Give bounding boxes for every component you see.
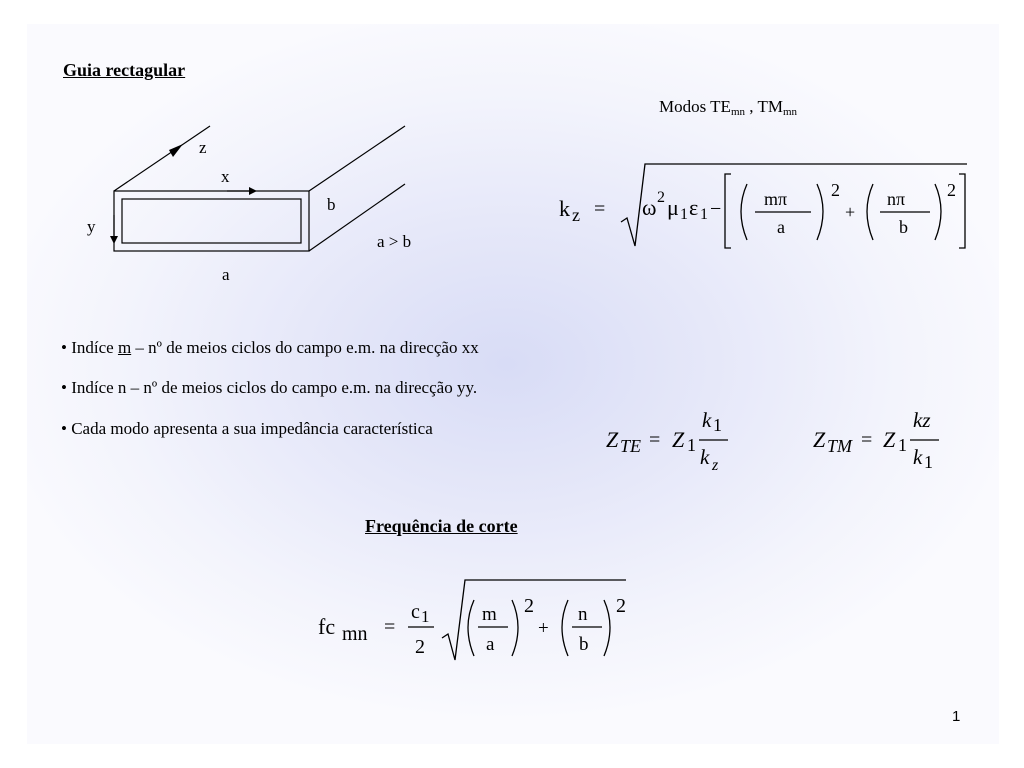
ztm-eq: = bbox=[861, 429, 872, 451]
zte-Z: Z bbox=[606, 427, 619, 452]
zte-num-sub: 1 bbox=[713, 415, 722, 435]
fc-c-sub: 1 bbox=[421, 607, 430, 626]
kz-frac1-pow: 2 bbox=[831, 180, 840, 200]
kz-frac1-den: a bbox=[777, 217, 785, 237]
kz-frac2-den: b bbox=[899, 217, 908, 237]
ztm-num: kz bbox=[913, 408, 931, 432]
modes-sub2: mn bbox=[782, 106, 798, 118]
y-arrow-head bbox=[110, 236, 118, 244]
kz-eps: ε bbox=[689, 195, 698, 220]
depth-line-bottom-right bbox=[308, 183, 406, 252]
zte-den-sub: z bbox=[711, 457, 719, 474]
kz-lhs-sub: z bbox=[572, 205, 580, 225]
page-number: 1 bbox=[952, 708, 961, 725]
bullet-1-suffix: – nº de meios ciclos do campo e.m. na di… bbox=[131, 338, 479, 357]
kz-pow: 2 bbox=[657, 189, 665, 206]
ztm-den: k bbox=[913, 445, 923, 469]
kz-paren2-right bbox=[934, 183, 942, 241]
zte-Z1: Z bbox=[672, 427, 685, 452]
zte-eq: = bbox=[649, 429, 660, 451]
bullet-1: • Indíce m – nº de meios ciclos do campo… bbox=[61, 338, 479, 358]
kz-frac2-num: nπ bbox=[887, 189, 905, 209]
ztm-Z1-sub: 1 bbox=[898, 435, 907, 455]
fc-pow2: 2 bbox=[616, 595, 626, 617]
bullet-2: • Indíce n – nº de meios ciclos do campo… bbox=[61, 378, 478, 397]
modes-label: Modos TEmn , TMmn bbox=[659, 97, 797, 118]
kz-paren1-right bbox=[816, 183, 824, 241]
zte-Z1-sub: 1 bbox=[687, 435, 696, 455]
kz-paren1-left bbox=[740, 183, 748, 241]
fc-c-den: 2 bbox=[415, 636, 425, 658]
fc-b: b bbox=[579, 634, 589, 655]
cutoff-heading: Frequência de corte bbox=[365, 516, 518, 536]
waveguide-diagram: z x y b a a > b bbox=[87, 125, 411, 284]
fc-m: m bbox=[482, 604, 497, 625]
label-x: x bbox=[221, 167, 230, 186]
modes-prefix: Modos TE bbox=[659, 97, 731, 116]
fc-eq: = bbox=[384, 616, 395, 638]
kz-formula: k z = ω 2 μ 1 ε 1 − mπ a 2 + nπ b 2 bbox=[559, 163, 967, 249]
ztm-den-sub: 1 bbox=[924, 452, 933, 472]
kz-frac2-pow: 2 bbox=[947, 180, 956, 200]
kz-bracket-left bbox=[724, 173, 731, 249]
kz-paren2-left bbox=[866, 183, 874, 241]
x-arrow-head bbox=[249, 187, 257, 195]
fc-plus: + bbox=[538, 618, 549, 639]
kz-minus: − bbox=[710, 198, 721, 220]
kz-radical bbox=[620, 163, 967, 247]
bullet-1-index: m bbox=[117, 338, 132, 357]
label-a: a bbox=[222, 265, 230, 284]
fc-lhs-sub: mn bbox=[342, 623, 368, 645]
fc-radical bbox=[441, 579, 626, 661]
ztm-Z1: Z bbox=[883, 427, 896, 452]
kz-frac1-num: mπ bbox=[764, 189, 787, 209]
waveguide-front-inner bbox=[121, 198, 302, 244]
depth-line-top-right bbox=[308, 125, 406, 192]
kz-omega: ω bbox=[642, 195, 656, 220]
label-y: y bbox=[87, 217, 96, 236]
ztm-Z: Z bbox=[813, 427, 826, 452]
zte-sub: TE bbox=[620, 436, 641, 456]
label-b: b bbox=[327, 195, 336, 214]
kz-eps-sub: 1 bbox=[700, 206, 708, 223]
kz-bracket-right bbox=[959, 173, 966, 249]
z-arrow-head bbox=[169, 144, 183, 157]
kz-plus: + bbox=[845, 202, 855, 222]
fc-formula: fc mn = c 1 2 m a 2 + n b 2 bbox=[318, 579, 626, 661]
label-z: z bbox=[199, 138, 207, 157]
modes-sub1: mn bbox=[730, 106, 746, 118]
fc-paren1-right bbox=[511, 599, 519, 657]
ztm-formula: Z TM Z kz k = 1 1 bbox=[813, 408, 939, 472]
zte-num: k bbox=[702, 408, 712, 432]
modes-mid: , TM bbox=[745, 97, 783, 116]
depth-line-left bbox=[113, 125, 211, 192]
fc-n: n bbox=[578, 604, 588, 625]
fc-pow1: 2 bbox=[524, 595, 534, 617]
slide: Guia rectagular Modos TEmn , TMmn z x y … bbox=[27, 24, 999, 744]
kz-mu-sub: 1 bbox=[680, 206, 688, 223]
page-title: Guia rectagular bbox=[63, 60, 186, 80]
kz-eq: = bbox=[594, 198, 605, 220]
fc-paren2-right bbox=[603, 599, 611, 657]
fc-paren2-left bbox=[561, 599, 569, 657]
fc-c-num: c bbox=[411, 601, 420, 623]
bullet-1-prefix: • Indíce bbox=[61, 338, 118, 357]
label-condition: a > b bbox=[377, 232, 411, 251]
zte-formula: Z TE Z k k z = 1 1 bbox=[606, 408, 728, 474]
zte-den: k bbox=[700, 445, 710, 469]
fc-lhs: fc bbox=[318, 614, 335, 639]
ztm-sub: TM bbox=[827, 436, 853, 456]
fc-paren1-left bbox=[467, 599, 475, 657]
fc-a: a bbox=[486, 634, 495, 655]
kz-lhs: k bbox=[559, 196, 570, 221]
bullet-3: • Cada modo apresenta a sua impedância c… bbox=[61, 419, 433, 438]
kz-mu: μ bbox=[667, 195, 679, 220]
waveguide-front-outer bbox=[113, 190, 310, 252]
